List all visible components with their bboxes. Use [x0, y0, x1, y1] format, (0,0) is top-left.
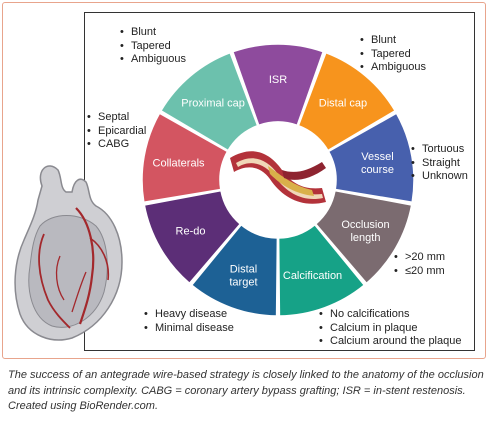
segment-label-calcification: Calcification — [283, 270, 342, 282]
list-item: Tapered — [119, 40, 186, 54]
list-item: Heavy disease — [143, 308, 234, 322]
vessel-course-options: Tortuous Straight Unknown — [410, 143, 468, 184]
list-item: Straight — [410, 157, 468, 171]
list-item: CABG — [86, 138, 146, 152]
figure-caption: The success of an antegrade wire-based s… — [8, 369, 484, 412]
list-item: Calcium in plaque — [318, 322, 461, 336]
list-item: ≤20 mm — [393, 265, 445, 279]
list-item: Tapered — [359, 48, 426, 62]
heart-icon — [14, 165, 123, 341]
occlusion-length-options: >20 mm ≤20 mm — [393, 251, 445, 278]
distal-cap-options: Blunt Tapered Ambiguous — [359, 34, 426, 75]
calcification-options: No calcifications Calcium in plaque Calc… — [318, 308, 461, 349]
list-item: No calcifications — [318, 308, 461, 322]
collaterals-options: Septal Epicardial CABG — [86, 111, 146, 152]
occluded-artery-icon — [230, 151, 326, 204]
segment-label-isr: ISR — [269, 74, 287, 86]
figure-frame — [2, 2, 486, 359]
list-item: Epicardial — [86, 125, 146, 139]
distal-target-options: Heavy disease Minimal disease — [143, 308, 234, 335]
segment-label-re-do: Re-do — [176, 226, 206, 238]
list-item: Calcium around the plaque — [318, 335, 461, 349]
list-item: Minimal disease — [143, 322, 234, 336]
list-item: Unknown — [410, 170, 468, 184]
list-item: Blunt — [359, 34, 426, 48]
list-item: Ambiguous — [119, 53, 186, 67]
list-item: Tortuous — [410, 143, 468, 157]
segment-label-proximal-cap: Proximal cap — [181, 98, 245, 110]
list-item: Blunt — [119, 26, 186, 40]
segment-label-distal-cap: Distal cap — [319, 98, 367, 110]
segment-label-collaterals: Collaterals — [153, 157, 205, 169]
proximal-cap-options: Blunt Tapered Ambiguous — [119, 26, 186, 67]
list-item: Septal — [86, 111, 146, 125]
list-item: >20 mm — [393, 251, 445, 265]
list-item: Ambiguous — [359, 61, 426, 75]
